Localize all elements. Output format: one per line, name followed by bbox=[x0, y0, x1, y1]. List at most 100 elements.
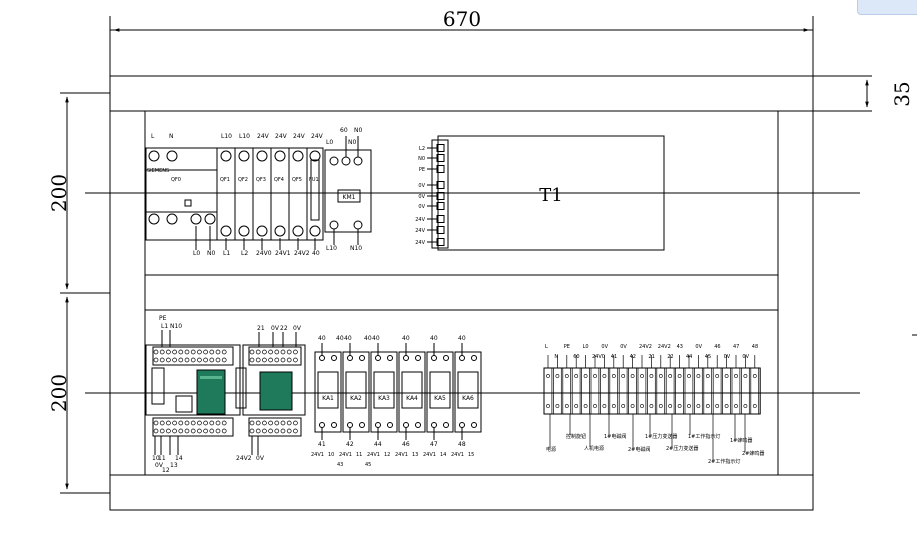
relay-wire-label: 47 bbox=[430, 441, 438, 448]
terminal-screw bbox=[546, 404, 550, 408]
plc-screw bbox=[249, 420, 255, 426]
breaker-label: QF0 bbox=[171, 177, 181, 183]
terminal-wire-label: 24V2 bbox=[639, 344, 652, 350]
contactor-km1-label: KM1 bbox=[343, 194, 356, 201]
dim-upper-label: 200 bbox=[47, 174, 71, 212]
contactor-km1-body bbox=[324, 149, 372, 233]
plc-screw bbox=[293, 428, 298, 434]
relay-socket bbox=[401, 371, 423, 409]
relay-wire-label: 41 bbox=[318, 441, 326, 448]
terminal-slot bbox=[647, 367, 656, 415]
wire-label: 60 bbox=[340, 127, 348, 134]
plc-screw bbox=[215, 428, 221, 434]
relay-wire-label: 40 bbox=[336, 335, 344, 342]
terminal-screw bbox=[593, 404, 597, 408]
terminal-caption: 2#蜂鸣器 bbox=[742, 450, 764, 457]
terminal-wire-label: 42 bbox=[630, 354, 636, 360]
transformer-terminal-label: N0 bbox=[418, 156, 425, 162]
terminal-screw bbox=[668, 374, 673, 378]
plc-screw bbox=[280, 349, 286, 355]
transformer-terminal-label: 24V bbox=[415, 217, 425, 223]
relay-label: KA2 bbox=[350, 395, 362, 402]
terminal-slot bbox=[562, 367, 572, 415]
plc-connector bbox=[235, 367, 247, 409]
plc-screw bbox=[221, 428, 227, 434]
plc-screw bbox=[209, 349, 215, 355]
plc-screw bbox=[197, 420, 202, 426]
relay-label: KA3 bbox=[378, 395, 390, 402]
plc-screw bbox=[274, 357, 280, 363]
breaker-brand: SIEMENS bbox=[147, 168, 169, 174]
wire-label: 24V0 bbox=[256, 250, 272, 257]
terminal-slot bbox=[553, 367, 562, 415]
terminal-screw bbox=[658, 404, 663, 408]
terminal-screw bbox=[677, 374, 682, 378]
transformer-terminal-label: 24V bbox=[415, 228, 425, 234]
plc-screw bbox=[166, 420, 171, 426]
terminal-wire-label: 24V0 bbox=[592, 354, 605, 360]
terminal-wire-label: 0V bbox=[695, 344, 702, 350]
terminal-screw bbox=[752, 404, 757, 408]
plc-screw bbox=[280, 428, 286, 434]
terminal-wire-label: 21 bbox=[648, 354, 654, 360]
plc-screw-terminals bbox=[153, 349, 298, 434]
terminal-screw bbox=[743, 404, 748, 408]
plc-screw bbox=[166, 428, 171, 434]
plc-screw bbox=[172, 357, 177, 363]
plc-screw bbox=[262, 420, 267, 426]
plc-screw bbox=[249, 357, 255, 363]
wire-label: L10 bbox=[326, 245, 337, 252]
wire-label: 24V2 bbox=[294, 250, 310, 257]
wire-label: N bbox=[169, 133, 174, 140]
breaker-label: QF4 bbox=[274, 177, 284, 183]
terminal-caption: 控制旋钮 bbox=[566, 433, 586, 440]
wire-label: L2 bbox=[241, 250, 248, 257]
plc-screw bbox=[209, 357, 215, 363]
plc-screw bbox=[166, 349, 171, 355]
plc-screw bbox=[184, 349, 190, 355]
plc-screw bbox=[249, 349, 255, 355]
terminal-slot bbox=[637, 367, 647, 415]
terminal-screw bbox=[564, 374, 569, 378]
relay-wire-label: 12 bbox=[384, 452, 390, 458]
wire-label: 0V bbox=[293, 325, 302, 332]
terminal-screw bbox=[649, 404, 654, 408]
plc-screw bbox=[274, 420, 280, 426]
terminal-screw bbox=[715, 404, 720, 408]
terminal-screw bbox=[640, 404, 644, 408]
terminal-screw bbox=[574, 374, 579, 378]
plc-screw bbox=[172, 420, 177, 426]
terminal-slot bbox=[656, 367, 666, 415]
terminal-screw bbox=[583, 404, 588, 408]
relay-wire-label: 14 bbox=[440, 452, 446, 458]
relay-wire-label: 10 bbox=[328, 452, 334, 458]
terminal-slot bbox=[543, 367, 553, 415]
terminal-slot bbox=[712, 367, 722, 415]
plc-screw bbox=[280, 357, 286, 363]
relay-wire-label: 24V1 bbox=[395, 452, 408, 458]
plc-screw bbox=[209, 428, 215, 434]
transformer-terminal-label: PE bbox=[419, 167, 425, 173]
plc-screw bbox=[221, 349, 227, 355]
relay-screw bbox=[319, 355, 325, 361]
relay-screw bbox=[375, 422, 381, 428]
plc-io-bottom-terminals bbox=[248, 417, 302, 437]
plc-screw bbox=[159, 428, 165, 434]
plc-cpu-body bbox=[145, 344, 241, 416]
relay-socket bbox=[429, 371, 451, 409]
wire-label: N0 bbox=[354, 127, 362, 134]
terminal-screw bbox=[677, 404, 682, 408]
corner-tab-button[interactable] bbox=[857, 0, 917, 15]
terminal-caption: 1#蜂鸣器 bbox=[730, 437, 752, 444]
relay-wire-label: 43 bbox=[337, 462, 343, 468]
relay-screw bbox=[459, 355, 465, 361]
plc-screw bbox=[255, 420, 261, 426]
plc-screw bbox=[153, 428, 159, 434]
plc-screw bbox=[203, 428, 208, 434]
wire-label: 24V bbox=[293, 133, 306, 140]
plc-screw bbox=[190, 357, 196, 363]
terminal-slot bbox=[694, 367, 703, 415]
terminal-slot bbox=[600, 367, 609, 415]
terminal-screw bbox=[621, 404, 626, 408]
